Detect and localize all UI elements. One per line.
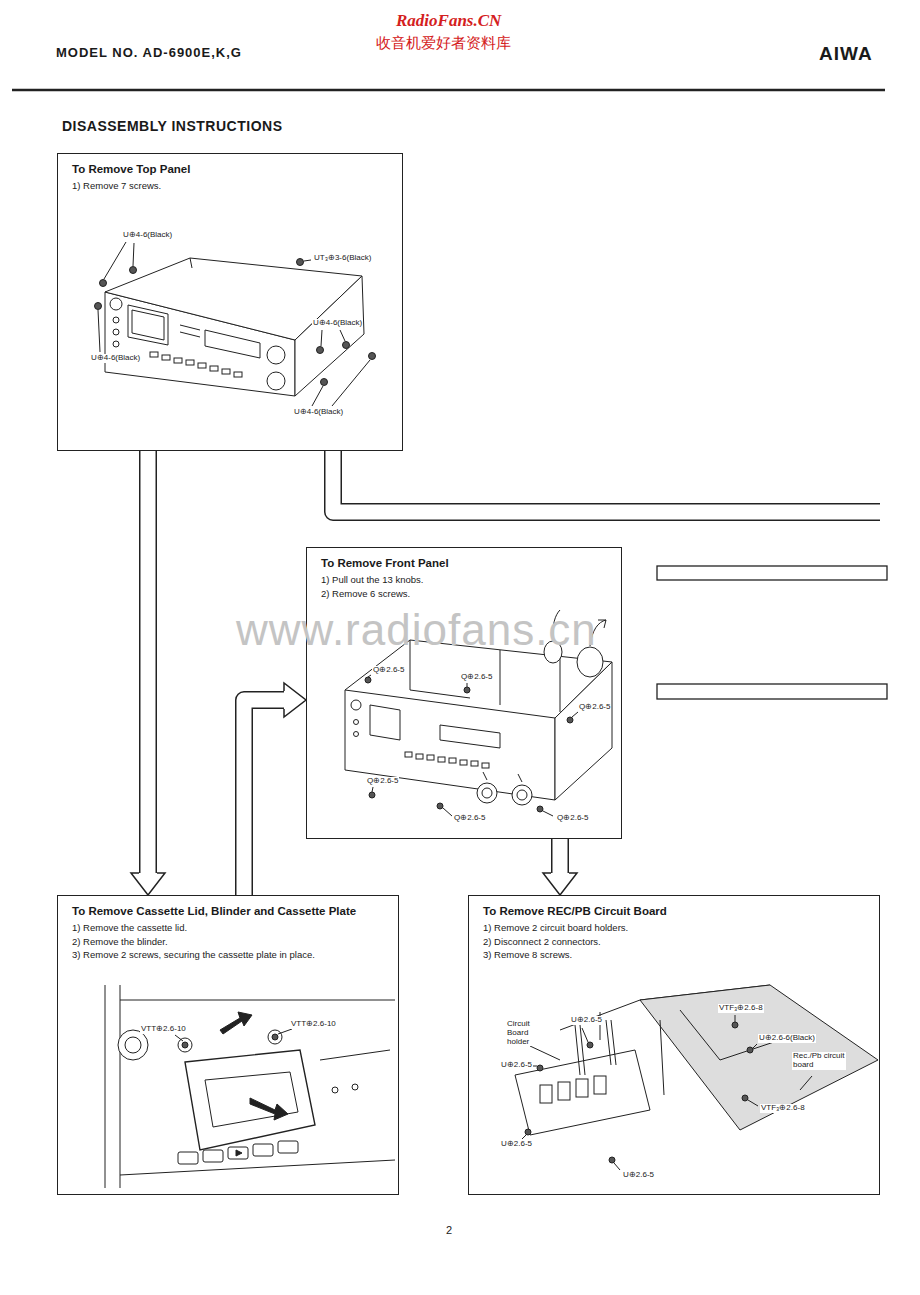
instruction-box: To Remove REC/PB Circuit Board 1) Remove … [468,895,880,1195]
screw-callout: Rec./Pb circuit board [792,1052,846,1070]
screw-callout: U⊕2.6-5 [500,1140,533,1149]
off-page-arrow [333,449,882,512]
instruction-box: To Remove Cassette Lid, Blinder and Cass… [57,895,399,1195]
step-text: 1) Remove 7 screws. [72,179,394,193]
screw-callout: U⊕2.6-5 [570,1016,603,1025]
screw-callout: U⊕2.6-5 [500,1061,533,1070]
screw-callout: U⊕2.6-6(Black) [758,1034,816,1043]
screw-callout: VTT⊕2.6-10 [290,1020,337,1029]
screw-callout: VTF₃⊕2.6-8 [760,1104,806,1113]
step-text: 2) Remove the blinder. [72,935,390,949]
screw-callout: U⊕4-6(Black) [122,231,173,240]
page-number: 2 [445,1224,453,1236]
header-text: AIWA [818,44,874,65]
page-title: DISASSEMBLY INSTRUCTIONS [62,118,282,134]
flow-arrow [543,839,577,895]
header-text: RadioFans.CN [395,12,502,31]
step-text: 1) Remove the cassette lid. [72,921,390,935]
screw-callout: Q⊕2.6-5 [556,814,589,823]
screw-callout: U⊕2.6-5 [622,1171,655,1180]
screws-rec-pb [522,1015,812,1170]
step-text: 3) Remove 2 screws, securing the cassett… [72,948,390,962]
step-text: 1) Remove 2 circuit board holders. [483,921,871,935]
screw-callout: Q⊕2.6-5 [366,777,399,786]
header-text: 收音机爱好者资料库 [375,35,512,52]
deck-front-view [345,610,612,805]
watermark: www.radiofans.cn [235,606,598,654]
screw-callout: U⊕4-6(Black) [312,319,363,328]
flow-arrow [131,451,165,895]
screw-callout: UT₃⊕3-6(Black) [313,254,372,263]
box-heading: To Remove REC/PB Circuit Board [483,904,871,919]
instruction-box: To Remove Front Panel 1) Pull out the 13 … [306,547,622,839]
rec-pb-board [515,985,878,1135]
step-text: 2) Remove 6 screws. [321,587,613,601]
screw-callout: Q⊕2.6-5 [453,814,486,823]
box-heading: To Remove Front Panel [321,556,613,571]
screw-callout: Circuit Board holder [506,1020,552,1046]
box-heading: To Remove Top Panel [72,162,394,177]
screw-callout: VTT⊕2.6-10 [140,1025,187,1034]
step-text: 3) Remove 8 screws. [483,948,871,962]
screw-callout: Q⊕2.6-5 [578,703,611,712]
screw-callout: U⊕4-6(Black) [90,354,141,363]
flow-arrow [244,683,306,895]
screw-callout: U⊕4-6(Black) [293,408,344,417]
screw-callout: Q⊕2.6-5 [460,673,493,682]
off-page-box-edge [657,566,887,699]
screws-cassette [175,1029,292,1048]
step-text: 1) Pull out the 13 knobs. [321,573,613,587]
deck-top-view [105,258,364,396]
screw-callout: Q⊕2.6-5 [372,666,405,675]
header-rule [12,90,885,91]
instruction-box: To Remove Top Panel 1) Remove 7 screws. [57,153,403,451]
screws-front [365,675,578,816]
box-heading: To Remove Cassette Lid, Blinder and Cass… [72,904,390,919]
cassette-closeup [105,985,395,1188]
header-text: MODEL NO. AD-6900E,K,G [55,46,243,60]
screws-top [95,242,376,406]
step-text: 2) Disconnect 2 connectors. [483,935,871,949]
screw-callout: VTF₃⊕2.6-8 [718,1004,764,1013]
